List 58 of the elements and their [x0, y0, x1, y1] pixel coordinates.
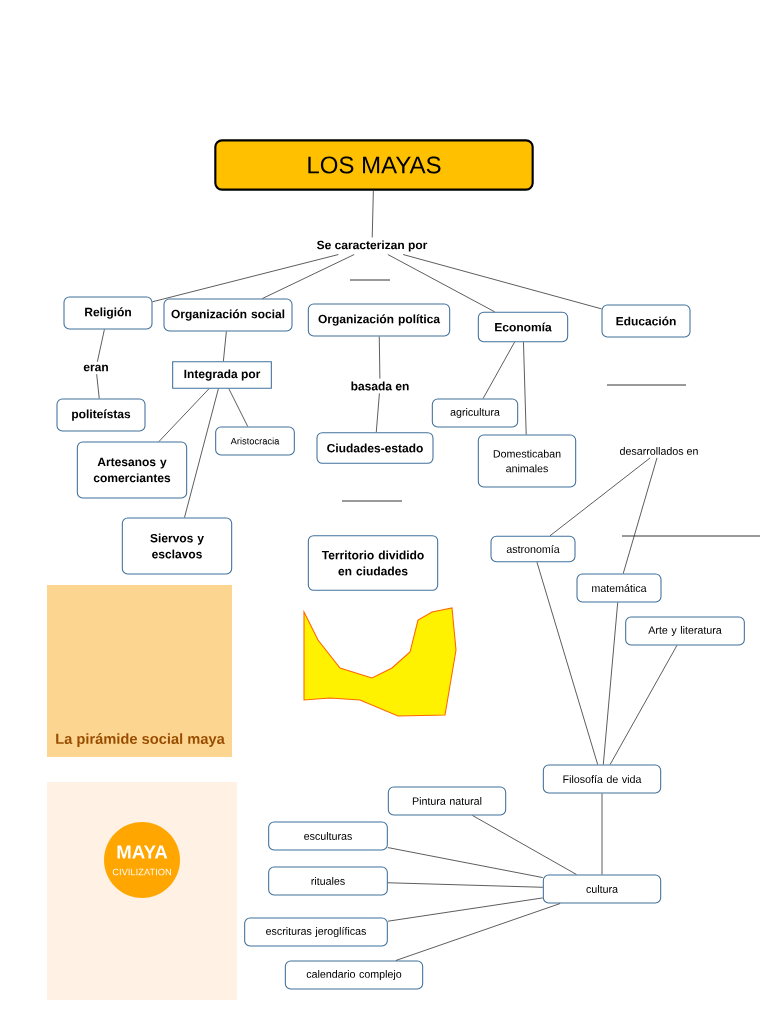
connector-line: [158, 388, 210, 442]
concept-box: Religión: [63, 296, 153, 330]
concept-box: Organización social: [163, 298, 293, 332]
picture-caption: La pirámide social maya: [56, 733, 225, 747]
connector-line: [549, 457, 651, 537]
linking-text: Se caracterizan por: [317, 240, 428, 252]
concept-box: politeístas: [56, 398, 146, 432]
connector-line: [96, 329, 105, 363]
connector-line: [152, 254, 339, 303]
concept-box: Domesticaban animales: [477, 434, 577, 488]
connector-line: [387, 882, 544, 888]
connector-line: [523, 341, 527, 435]
connector-line: [472, 815, 577, 875]
concept-box: Filosofía de vida: [542, 764, 662, 794]
concept-box: Economía: [477, 311, 569, 343]
concept-box: agricultura: [431, 398, 519, 428]
concept-box: escrituras jeroglíficas: [244, 917, 388, 947]
concept-box: calendario complejo: [284, 960, 424, 990]
linking-text: basada en: [351, 381, 409, 391]
connector-line: [223, 331, 227, 362]
connector-line: [184, 388, 219, 518]
concept-box: Arte y literatura: [625, 616, 745, 646]
concept-box: Pintura natural: [387, 786, 507, 816]
concept-box: cultura: [542, 874, 662, 904]
concept-box: rituales: [268, 866, 388, 896]
connector-line: [395, 903, 561, 961]
connector-line: [387, 847, 544, 878]
connector-line: [96, 373, 100, 399]
connector-line: [387, 897, 544, 922]
connector-line: [609, 645, 678, 765]
title-box: LOS MAYAS: [214, 139, 534, 191]
connector-line: [375, 392, 380, 433]
concept-box: Aristocracia: [215, 426, 295, 456]
linking-text: eran: [83, 364, 108, 372]
concept-box: astronomía: [490, 535, 576, 563]
connector-line: [228, 388, 249, 427]
concept-box: Educación: [601, 304, 691, 338]
concept-box: Organización política: [307, 303, 451, 337]
connector-line: [622, 457, 658, 574]
connector-line: [262, 254, 355, 299]
connector-line: [602, 602, 619, 765]
concept-box: matemática: [576, 573, 662, 603]
connector-line: [536, 561, 599, 765]
picture-caption: MAYA: [117, 845, 168, 859]
connector-line: [601, 793, 603, 875]
linking-text: desarrollados en: [620, 447, 698, 455]
connector-line: [482, 341, 515, 399]
picture-caption: CIVILIZATION: [112, 868, 171, 876]
connector-line: [371, 190, 374, 238]
connector-line: [402, 254, 602, 310]
concept-box: Territorio dividido en ciudades: [307, 535, 439, 591]
connector-line: [378, 336, 381, 380]
concept-box: esculturas: [268, 821, 388, 851]
concept-box: Integrada por: [172, 361, 272, 389]
concept-box: Siervos y esclavos: [121, 517, 233, 575]
concept-box: Ciudades-estado: [316, 432, 434, 464]
concept-box: Artesanos y comerciantes: [76, 441, 188, 499]
connector-line: [387, 254, 496, 313]
